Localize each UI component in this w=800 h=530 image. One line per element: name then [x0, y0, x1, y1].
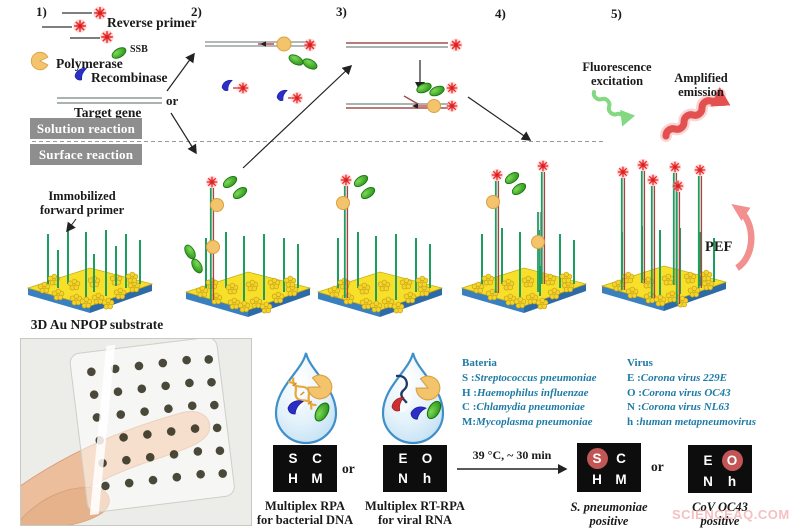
panel-2-label: 2) [191, 4, 202, 19]
film-glare [89, 344, 116, 516]
substrate-4 [462, 160, 586, 313]
solution-reaction-band: Solution reaction [30, 118, 142, 139]
reaction-condition-label: 39 °C, ~ 30 min [472, 448, 552, 462]
reverse-primer-label: Reverse primer [107, 15, 197, 30]
panel-1-label: 1) [36, 4, 47, 19]
panel-5-label: 5) [611, 6, 622, 21]
or-top-label: or [166, 93, 179, 108]
bacteria-legend: Bateria S : Streptococcus pneumoniae H :… [462, 357, 597, 428]
recombinase-primer-complexes [221, 79, 304, 105]
substrate-1 [28, 228, 152, 313]
substrate-5 [602, 159, 726, 311]
rna-strand-icon [395, 374, 408, 404]
emission-wavy-arrow [660, 87, 731, 142]
panel-4-label: 4) [495, 6, 506, 21]
immobilized-primer-pointer [66, 218, 77, 233]
panel-3-label: 3) [336, 4, 347, 19]
panel2-extension-complex [205, 36, 320, 72]
watermark: SCIENCEAQ.COM [672, 507, 790, 522]
polymerase-icon [30, 51, 49, 71]
ssb-icon [286, 52, 306, 68]
transparent-film [69, 337, 235, 516]
excitation-wavy-arrow [591, 90, 636, 127]
recombinase-label: Recombinase [91, 70, 168, 85]
fluorophore-icon [92, 5, 108, 21]
fluorophore-icon [302, 37, 318, 53]
polymerase-icon [276, 36, 292, 52]
bacteria-legend-title: Bateria [462, 357, 497, 369]
virus-legend-title: Virus [627, 357, 653, 369]
ssb-label: SSB [130, 44, 148, 55]
target-gene-label: Target gene [74, 105, 142, 120]
surface-reaction-band: Surface reaction [30, 144, 142, 165]
flexible-chip-photo [15, 337, 252, 530]
or-right-label: or [651, 459, 664, 474]
panel3-displacement-complex [346, 80, 459, 113]
substrate-title: 3D Au NPOP substrate [30, 317, 164, 332]
reverse-primer-icons [42, 5, 115, 45]
polymerase-label: Polymerase [56, 56, 123, 71]
substrate-2 [182, 173, 310, 317]
positive-spot: S [586, 447, 608, 469]
panel3-duplex-top [346, 37, 464, 53]
or-mid-label: or [342, 461, 355, 476]
positive-spot: O [721, 449, 743, 471]
rpa-droplet [274, 351, 338, 445]
rtrpa-droplet [381, 351, 445, 445]
pef-arrow [731, 203, 755, 271]
dna-helix-icon [287, 377, 317, 410]
pef-label: PEF [705, 239, 733, 255]
polymerase-icon [210, 198, 224, 212]
substrate-3 [318, 172, 442, 317]
flow-arrows [166, 52, 532, 169]
target-gene-duplex [57, 97, 162, 104]
virus-legend: Virus E : Corona virus 229E O : Corona v… [627, 357, 756, 428]
